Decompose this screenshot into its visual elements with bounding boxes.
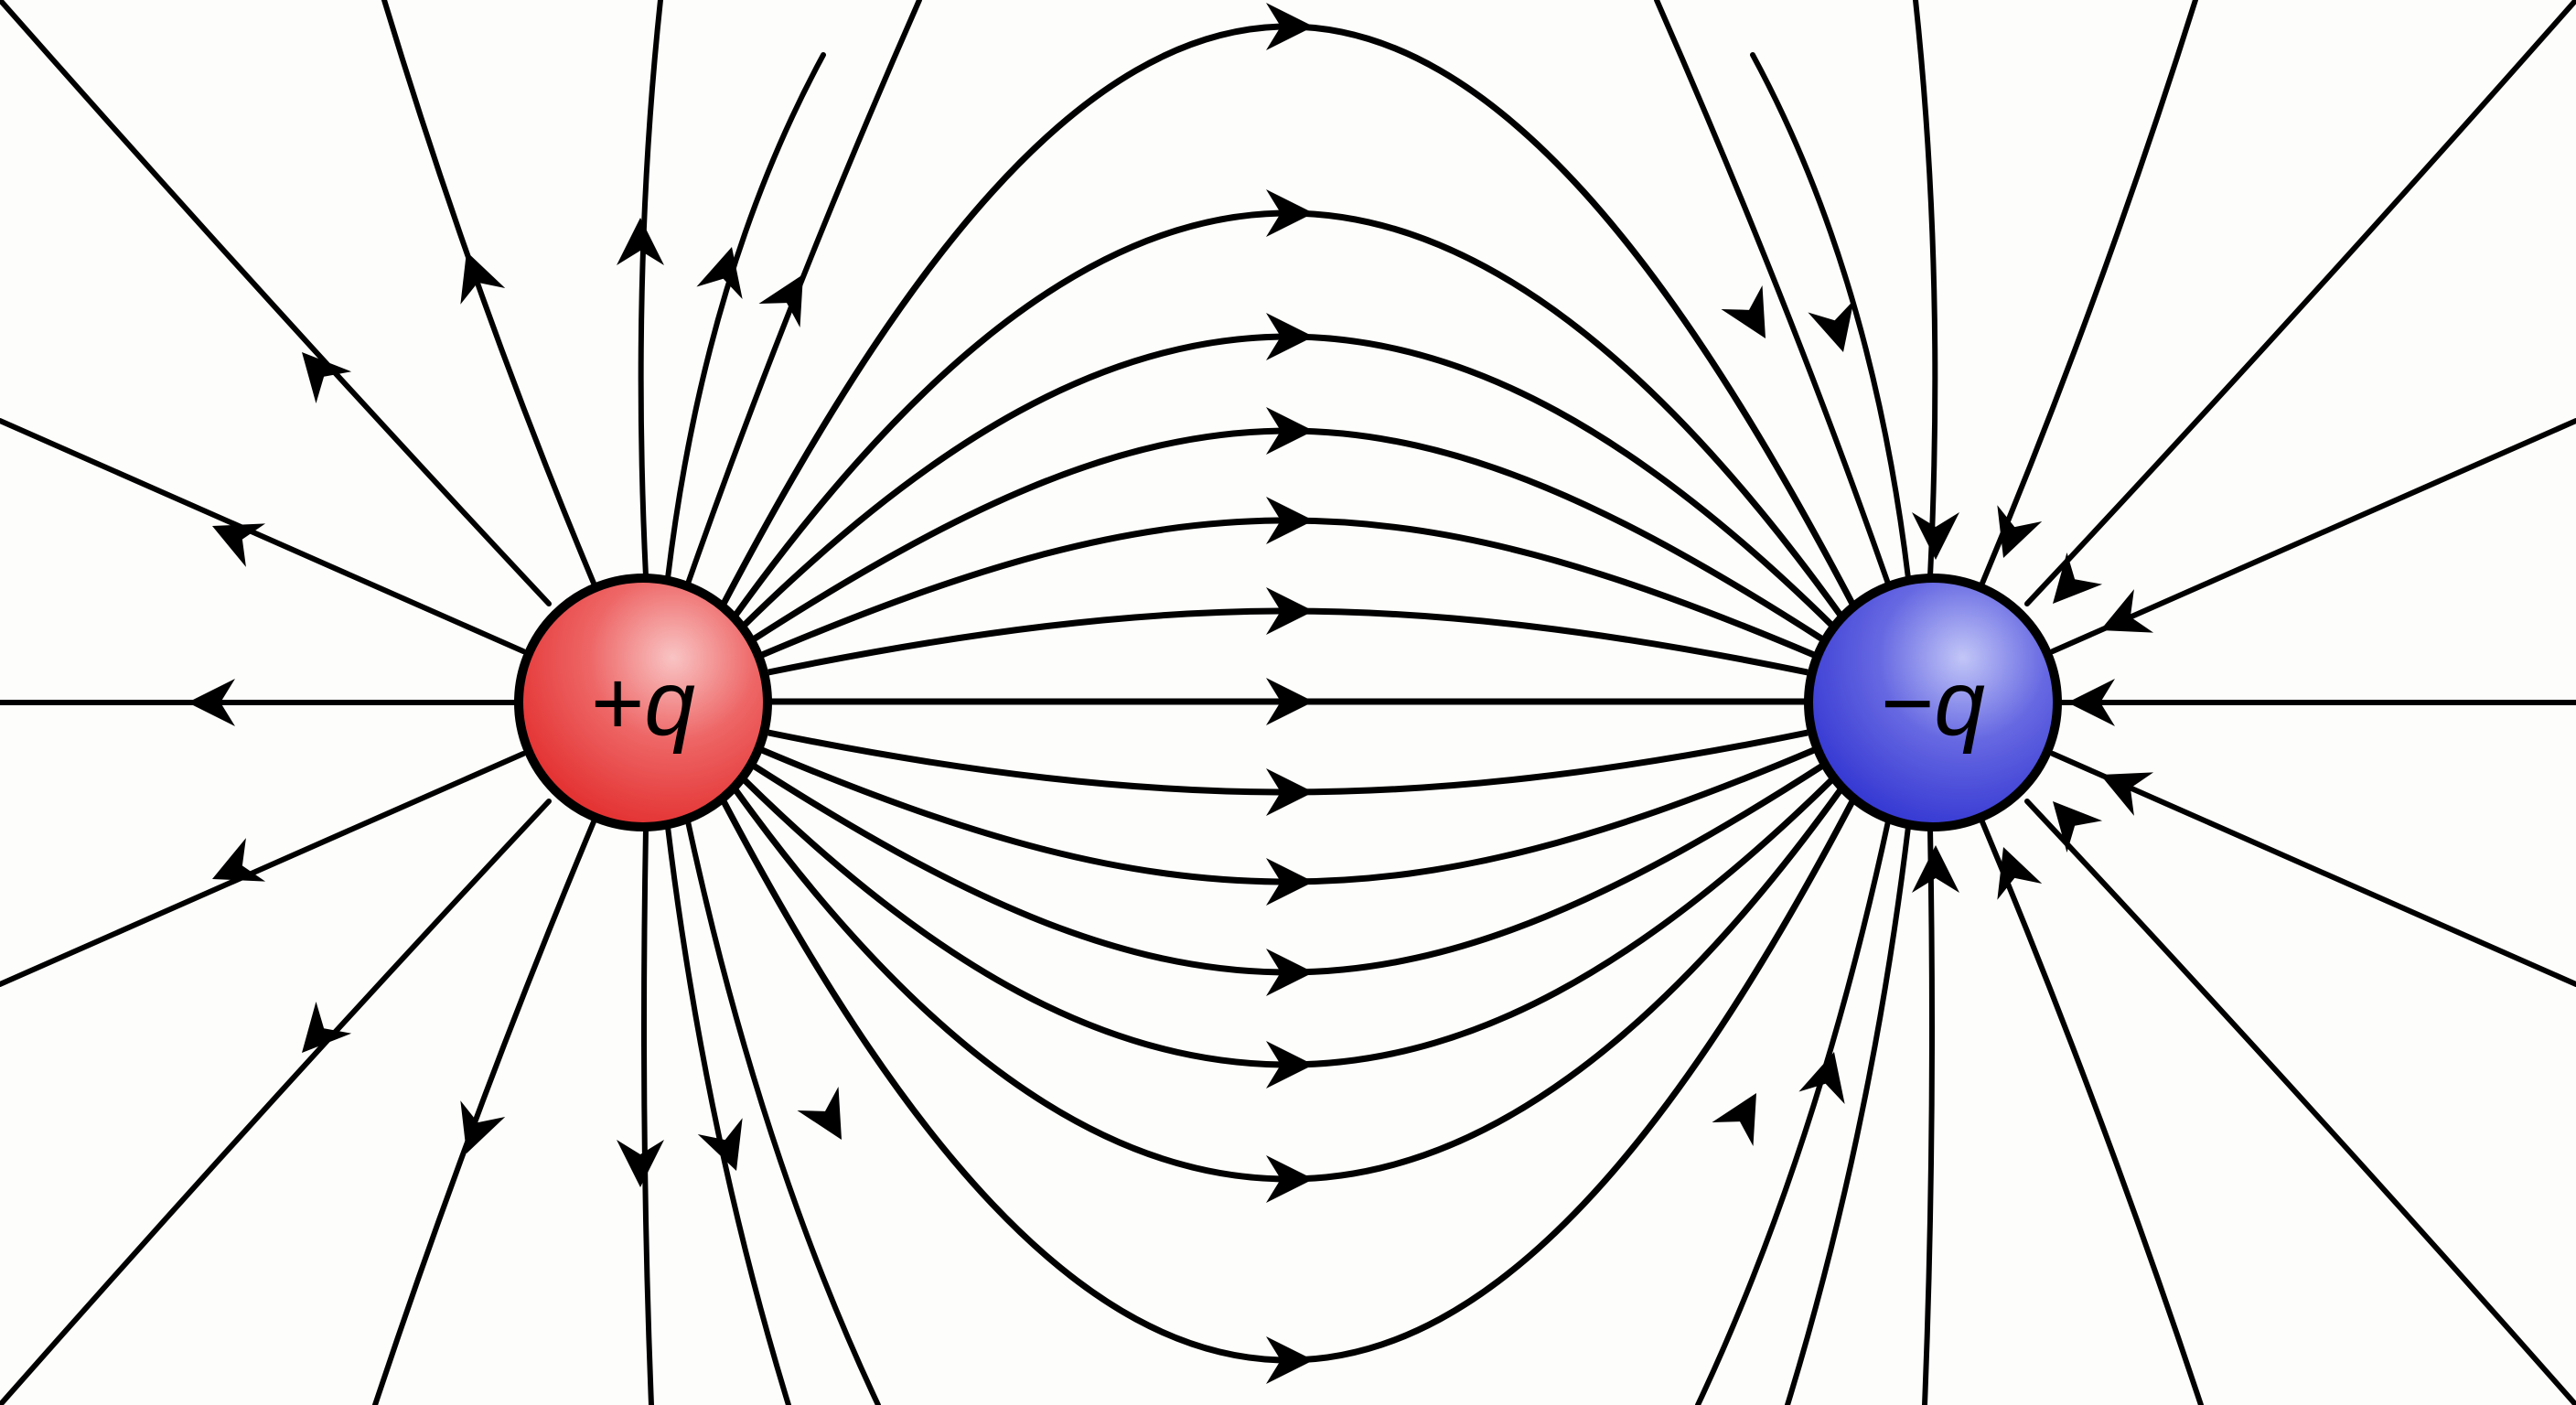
negative-charge-label: −q <box>1881 652 1985 755</box>
positive-charge: +q <box>514 574 772 831</box>
negative-outer-field-lines <box>1654 0 2576 1405</box>
negative-charge: −q <box>1804 574 2062 831</box>
positive-charge-label: +q <box>591 652 695 755</box>
